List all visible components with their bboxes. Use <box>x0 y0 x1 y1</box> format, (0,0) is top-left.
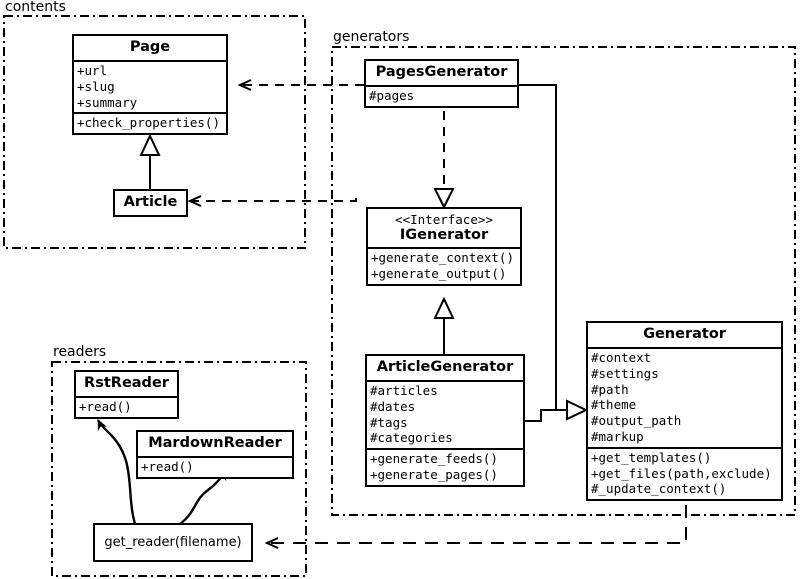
package-label-contents: contents <box>4 0 68 15</box>
relation-pagesgenerator-implements-igenerator <box>433 111 455 210</box>
class-box-markdown-reader[interactable]: MardownReader +read() <box>136 430 294 479</box>
class-name-igenerator: IGenerator <box>399 227 489 243</box>
class-name-pages-generator: PagesGenerator <box>375 64 508 80</box>
class-operations-generator: +get_templates() +get_files(path,exclude… <box>588 446 781 499</box>
relation-get-reader-returns-rstreader <box>96 419 137 525</box>
attribute: #path <box>591 381 629 397</box>
class-operations-igenerator: +generate_context() +generate_output() <box>368 247 520 284</box>
operation: +check_properties() <box>77 115 220 131</box>
attribute: #articles <box>370 383 438 398</box>
attribute: #theme <box>591 397 637 413</box>
operation: +get_files(path,exclude) <box>591 465 772 481</box>
attribute: +url <box>77 63 108 78</box>
class-attributes-pages-generator: #pages <box>366 85 517 106</box>
attribute: #categories <box>370 430 453 446</box>
class-name-markdown-reader: MardownReader <box>148 435 282 451</box>
class-operations-page: +check_properties() <box>74 112 226 133</box>
attribute: #settings <box>591 365 659 381</box>
attribute: #markup <box>591 428 644 444</box>
class-attributes-generator: #context #settings #path #theme #output_… <box>588 347 781 447</box>
operation: +generate_output() <box>371 265 507 281</box>
relation-generators-inherit-generator <box>519 84 589 422</box>
class-attributes-page: +url +slug +summary <box>74 60 226 112</box>
attribute: #pages <box>369 88 415 103</box>
operation: +generate_context() <box>371 250 514 265</box>
class-box-rst-reader[interactable]: RstReader +read() <box>74 370 179 419</box>
class-name-page: Page <box>129 39 171 55</box>
function-box-get-reader[interactable]: get_reader(filename) <box>93 523 253 562</box>
operation: +get_templates() <box>591 449 712 465</box>
relation-article-inherits-page <box>139 133 161 190</box>
class-name-rst-reader: RstReader <box>84 375 169 391</box>
attribute: #context <box>591 350 652 365</box>
class-box-article[interactable]: Article <box>113 189 188 217</box>
class-attributes-article-generator: #articles #dates #tags #categories <box>367 380 523 448</box>
class-operations-markdown-reader: +read() <box>138 456 292 477</box>
attribute: #dates <box>370 398 416 414</box>
class-operations-article-generator: +generate_feeds() +generate_pages() <box>367 448 523 485</box>
relation-generator-uses-get-reader <box>267 505 687 543</box>
class-box-generator[interactable]: Generator #context #settings #path #them… <box>586 321 783 502</box>
class-box-article-generator[interactable]: ArticleGenerator #articles #dates #tags … <box>365 354 525 487</box>
class-operations-rst-reader: +read() <box>76 396 177 417</box>
relation-articlegenerator-inherits-igenerator <box>433 296 455 354</box>
attribute: #tags <box>370 414 408 430</box>
class-name-article: Article <box>123 194 178 210</box>
operation: +read() <box>141 459 194 474</box>
attribute: +slug <box>77 78 115 94</box>
class-stereotype-igenerator: <<Interface>> <box>395 212 493 227</box>
class-box-igenerator[interactable]: <<Interface>> IGenerator +generate_conte… <box>366 207 522 286</box>
function-name-get-reader: get_reader(filename) <box>104 535 242 550</box>
attribute: +summary <box>77 94 138 110</box>
class-name-generator: Generator <box>643 326 726 342</box>
class-box-page[interactable]: Page +url +slug +summary +check_properti… <box>72 34 228 136</box>
attribute: #output_path <box>591 413 682 429</box>
relation-generators-uses-article <box>190 198 357 201</box>
class-box-pages-generator[interactable]: PagesGenerator #pages <box>364 59 519 108</box>
package-label-readers: readers <box>52 344 109 360</box>
class-name-article-generator: ArticleGenerator <box>376 359 514 375</box>
operation: +read() <box>79 399 132 414</box>
operation: #_update_context() <box>591 481 727 497</box>
operation: +generate_pages() <box>370 466 498 482</box>
operation: +generate_feeds() <box>370 451 498 467</box>
package-label-generators: generators <box>332 29 412 45</box>
